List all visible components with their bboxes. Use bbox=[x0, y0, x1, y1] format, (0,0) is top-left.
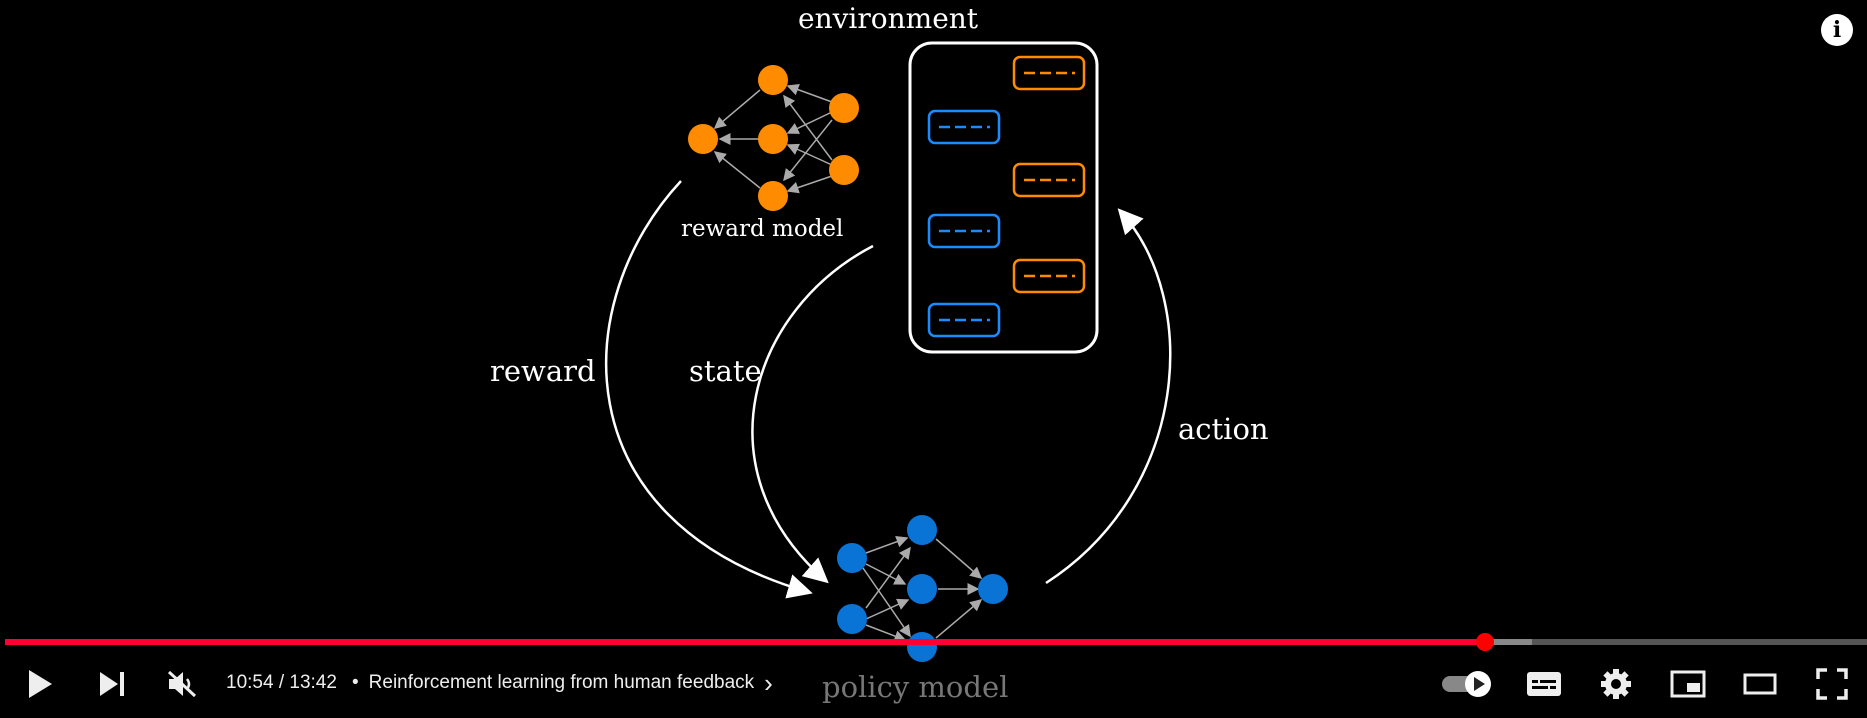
policy-model-nodes bbox=[837, 515, 1008, 662]
autoplay-toggle-icon bbox=[1442, 671, 1491, 697]
scrubber-handle[interactable] bbox=[1476, 633, 1494, 651]
next-button[interactable] bbox=[90, 660, 134, 708]
chapter-separator: • bbox=[352, 672, 359, 693]
action-label: action bbox=[1178, 412, 1269, 446]
settings-icon bbox=[1601, 669, 1631, 699]
info-icon[interactable]: i bbox=[1821, 14, 1853, 46]
chevron-right-icon: › bbox=[764, 667, 773, 698]
action-arrow bbox=[1045, 208, 1172, 585]
progress-played bbox=[5, 639, 1485, 645]
next-icon bbox=[100, 672, 124, 696]
subtitles-button[interactable] bbox=[1520, 660, 1568, 708]
mute-button[interactable] bbox=[160, 660, 204, 708]
player-controls: 10:54 / 13:42 • Reinforcement learning f… bbox=[0, 650, 1867, 718]
play-button[interactable] bbox=[18, 660, 62, 708]
reward-arrow bbox=[604, 180, 813, 599]
environment-messages bbox=[927, 55, 1086, 338]
fullscreen-button[interactable] bbox=[1808, 660, 1856, 708]
policy-model-label: policy model bbox=[822, 670, 1009, 704]
state-arrow bbox=[751, 244, 874, 584]
muted-icon bbox=[167, 670, 197, 698]
reward-model-nodes bbox=[688, 65, 859, 211]
autoplay-toggle[interactable] bbox=[1440, 660, 1496, 708]
environment-label: environment bbox=[798, 2, 979, 35]
miniplayer-button[interactable] bbox=[1664, 660, 1712, 708]
chapter-title: Reinforcement learning from human feedba… bbox=[368, 672, 755, 693]
play-icon bbox=[29, 670, 52, 698]
reward-model-network bbox=[713, 83, 833, 194]
chapter-button[interactable]: • Reinforcement learning from human feed… bbox=[352, 667, 773, 698]
reward-model-label: reward model bbox=[681, 216, 844, 242]
time-display: 10:54 / 13:42 bbox=[226, 672, 337, 693]
subtitles-icon bbox=[1527, 672, 1561, 696]
state-label: state bbox=[689, 354, 762, 388]
miniplayer-icon bbox=[1670, 670, 1706, 698]
progress-bar[interactable] bbox=[5, 639, 1867, 645]
theater-mode-button[interactable] bbox=[1736, 660, 1784, 708]
fullscreen-icon bbox=[1816, 668, 1848, 700]
theater-mode-icon bbox=[1743, 673, 1777, 695]
settings-button[interactable] bbox=[1592, 660, 1640, 708]
policy-model-network bbox=[862, 535, 983, 642]
reward-label: reward bbox=[490, 354, 596, 388]
environment-box bbox=[908, 41, 1099, 354]
